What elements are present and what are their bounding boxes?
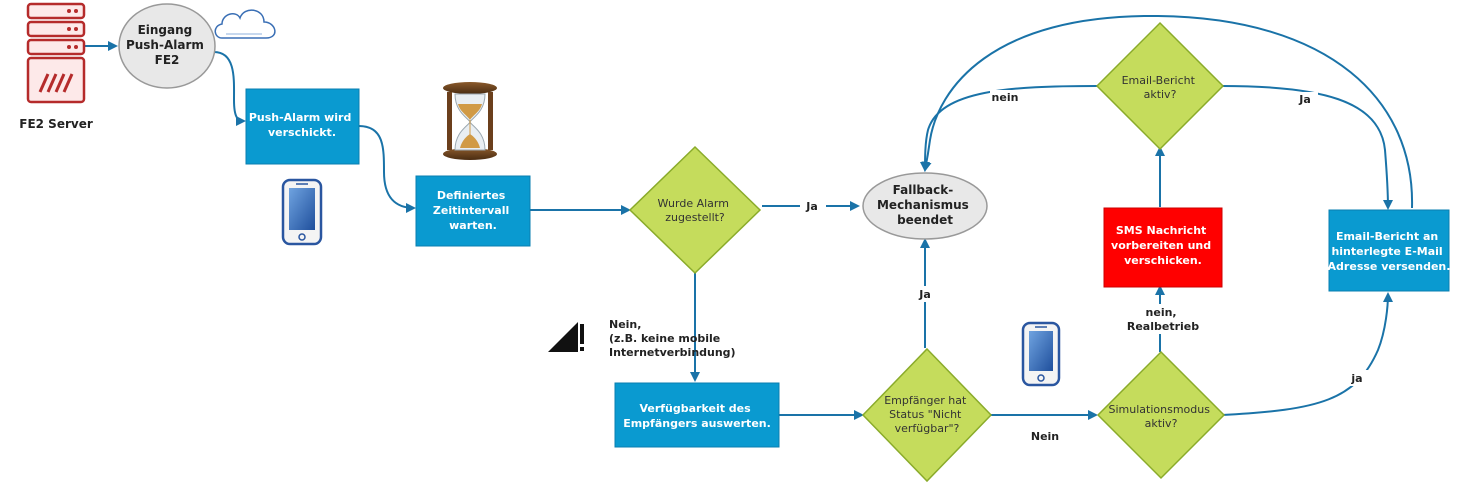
delivered-decision: Wurde Alarm zugestellt? [628, 145, 762, 275]
fallback-line-3: beendet [897, 213, 953, 227]
wait-node: Definiertes Zeitintervall warten. [415, 175, 531, 247]
fallback-line-1: Fallback- [893, 183, 954, 197]
sms-line-3: verschicken. [1124, 254, 1202, 267]
edge-simulation-to-email-send [1221, 292, 1393, 416]
label-nein-status: Nein [1031, 430, 1059, 443]
fallback-end-node: Fallback- Mechanismus beendet [862, 172, 988, 240]
svg-text:Email-Bericht aktiv?: Email-Bericht aktiv? [1122, 74, 1199, 101]
svg-text:Fallback- Mechanismus: Fallback- Mechanismus beendet [877, 183, 973, 227]
wait-line-1: Definiertes [437, 189, 506, 202]
label-nein-delivered-1: Nein, [609, 318, 641, 331]
label-nein-simulation-1: nein, [1146, 306, 1177, 319]
svg-text:Push-Alarm wird verschic: Push-Alarm wird verschickt. [249, 111, 355, 139]
status-line-3: verfügbar"? [895, 422, 960, 435]
edge-push-to-wait [358, 125, 416, 213]
sms-node: SMS Nachricht vorbereiten und verschicke… [1103, 207, 1223, 288]
label-ja-delivered: Ja [805, 200, 818, 213]
simulation-line-2: aktiv? [1145, 417, 1178, 430]
svg-text:Email-Bericht an hinterl: Email-Bericht an hinterlegte E-Mail Adre… [1328, 230, 1451, 273]
label-nein-delivered-2: (z.B. keine mobile [609, 332, 720, 345]
label-nein-email: nein [992, 91, 1019, 104]
status-decision: Empfänger hat Status "Nicht verfügbar"? [861, 347, 993, 483]
fallback-line-2: Mechanismus [877, 198, 969, 212]
eingang-node: Eingang Push-Alarm FE2 [118, 3, 216, 89]
svg-text:SMS Nachricht vorbereite: SMS Nachricht vorbereiten und verschicke… [1111, 224, 1215, 267]
edge-eingang-to-push [213, 51, 246, 126]
push-line-1: Push-Alarm wird [249, 111, 352, 124]
svg-text:Eingang Push-Alarm: Eingang Push-Alarm FE2 [126, 23, 208, 67]
email-send-line-2: hinterlegte E-Mail [1331, 245, 1442, 258]
svg-text:Definiertes Zeitinterval: Definiertes Zeitintervall warten. [433, 189, 513, 232]
availability-node: Verfügbarkeit des Empfängers auswerten. [614, 382, 780, 448]
simulation-decision: Simulationsmodus aktiv? [1096, 350, 1226, 480]
email-active-decision: Email-Bericht aktiv? [1095, 21, 1225, 151]
label-nein-delivered-3: Internetverbindung) [609, 346, 736, 359]
label-ja-email: Ja [1298, 93, 1311, 106]
svg-text:Simulationsmodus aktiv?: Simulationsmodus aktiv? [1109, 403, 1214, 430]
svg-text:Empfänger hat Status "Ni: Empfänger hat Status "Nicht verfügbar"? [884, 394, 970, 435]
edge-email-active-to-email-send [1221, 85, 1393, 210]
eingang-line-1: Eingang [138, 23, 193, 37]
email-send-node: Email-Bericht an hinterlegte E-Mail Adre… [1328, 209, 1451, 292]
status-line-2: Status "Nicht [889, 408, 962, 421]
cloud-icon [214, 9, 276, 39]
label-ja-status: Ja [918, 288, 931, 301]
no-signal-warning-icon [548, 322, 584, 352]
delivered-line-1: Wurde Alarm [658, 197, 729, 210]
svg-text:Verfügbarkeit des Empfän: Verfügbarkeit des Empfängers auswerten. [623, 402, 771, 430]
eingang-line-2: Push-Alarm [126, 38, 204, 52]
wait-line-3: warten. [449, 219, 497, 232]
label-nein-simulation-2: Realbetrieb [1127, 320, 1199, 333]
label-ja-simulation: ja [1350, 372, 1362, 385]
push-sent-node: Push-Alarm wird verschickt. [245, 88, 360, 165]
sms-line-1: SMS Nachricht [1116, 224, 1206, 237]
svg-text:Wurde Alarm zugestellt?: Wurde Alarm zugestellt? [658, 197, 733, 224]
smartphone-icon [281, 178, 323, 246]
smartphone-icon-2 [1021, 321, 1061, 387]
availability-line-1: Verfügbarkeit des [639, 402, 751, 415]
availability-line-2: Empfängers auswerten. [623, 417, 771, 430]
push-line-2: verschickt. [268, 126, 336, 139]
email-active-line-1: Email-Bericht [1122, 74, 1196, 87]
status-line-1: Empfänger hat [884, 394, 967, 407]
email-send-line-1: Email-Bericht an [1336, 230, 1438, 243]
svg-text:nein, Realbetrieb: nein, Realbetrieb [1127, 306, 1199, 333]
hourglass-icon [443, 82, 497, 160]
edge-email-send-to-fallback [921, 14, 1414, 209]
email-send-line-3: Adresse versenden. [1328, 260, 1451, 273]
connectors [85, 14, 1414, 420]
svg-text:Nein, (z.B. keine mobile: Nein, (z.B. keine mobile Internetverbind… [609, 318, 736, 359]
server-icon [26, 2, 86, 104]
simulation-line-1: Simulationsmodus [1109, 403, 1211, 416]
eingang-line-3: FE2 [155, 53, 180, 67]
email-active-line-2: aktiv? [1144, 88, 1177, 101]
server-label: FE2 Server [19, 117, 93, 131]
wait-line-2: Zeitintervall [433, 204, 509, 217]
delivered-line-2: zugestellt? [665, 211, 725, 224]
sms-line-2: vorbereiten und [1111, 239, 1211, 252]
